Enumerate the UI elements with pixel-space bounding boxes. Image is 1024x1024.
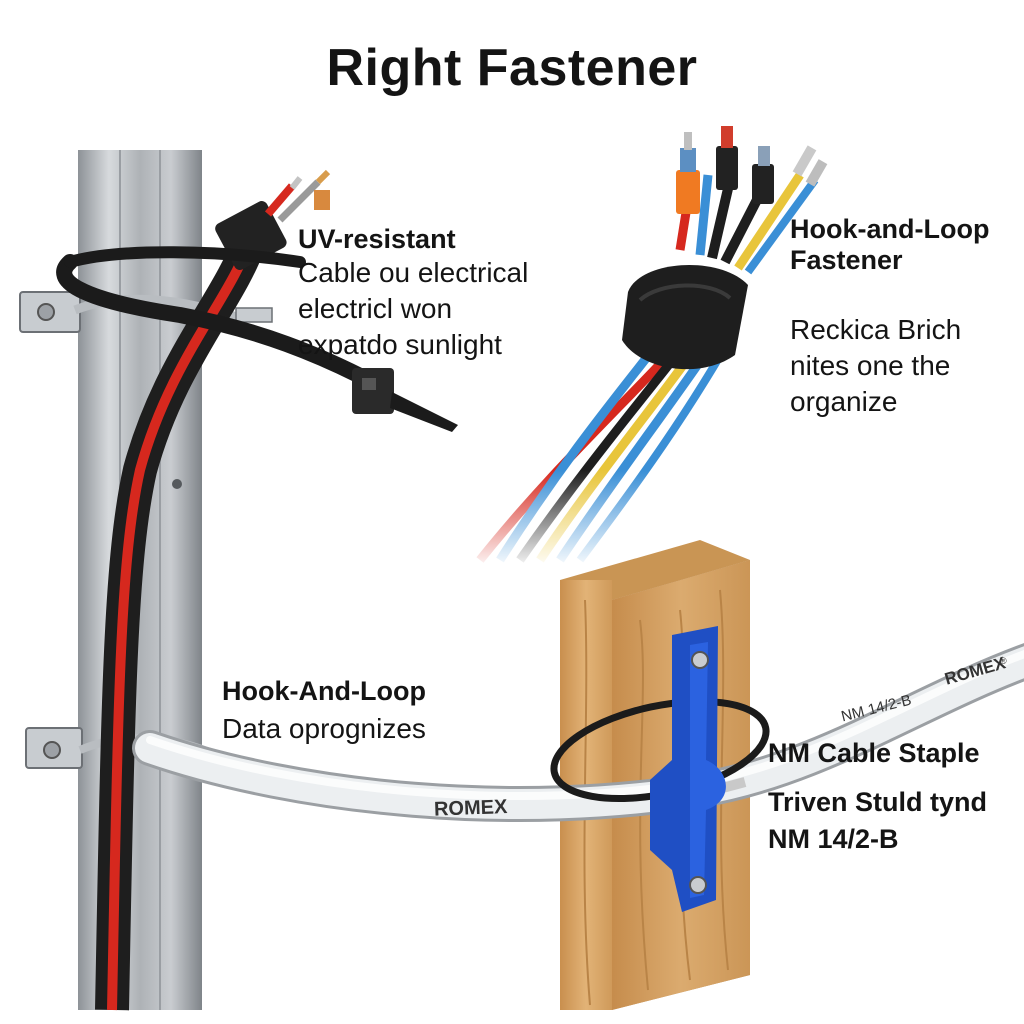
nm-staple-line-1: Triven Stuld tynd <box>768 787 988 817</box>
hook-loop-mid-heading: Hook-And-Loop <box>222 676 426 706</box>
uv-line-1: Cable ou electrical <box>298 257 529 288</box>
nm-staple <box>650 626 726 912</box>
hook-loop-top-line-2: nites one the <box>790 350 951 381</box>
page-title: Right Fastener <box>326 39 698 97</box>
hook-loop-top-line-1: Reckica Brich <box>790 314 962 345</box>
nm-staple-label: NM Cable Staple Triven Stuld tynd NM 14/… <box>768 738 987 855</box>
hook-loop-top-label: Hook-and-Loop Fastener <box>790 214 989 276</box>
nm-staple-line-2: NM 14/2-B <box>768 824 899 854</box>
wire-bundle <box>450 126 828 570</box>
romex-registered-mark: ® <box>1000 656 1007 666</box>
hook-loop-top-heading-1: Hook-and-Loop <box>790 214 990 244</box>
uv-line-3: expatdo sunlight <box>298 329 502 360</box>
zip-tie <box>56 246 458 432</box>
uv-heading: UV-resistant <box>298 224 456 254</box>
hook-loop-top-desc: Reckica Brich nites one the organize <box>790 312 961 420</box>
romex-print-left: ROMEX <box>434 796 509 821</box>
hook-loop-top-line-3: organize <box>790 386 898 417</box>
uv-label: UV-resistant Cable ou electrical electri… <box>298 224 528 363</box>
nm-staple-heading: NM Cable Staple <box>768 738 980 768</box>
hook-loop-top-heading-2: Fastener <box>790 245 903 275</box>
uv-line-2: electricl won <box>298 293 453 324</box>
hook-loop-mid-line-1: Data oprognizes <box>222 713 426 744</box>
hook-loop-mid-label: Hook-And-Loop Data oprognizes <box>222 676 426 747</box>
